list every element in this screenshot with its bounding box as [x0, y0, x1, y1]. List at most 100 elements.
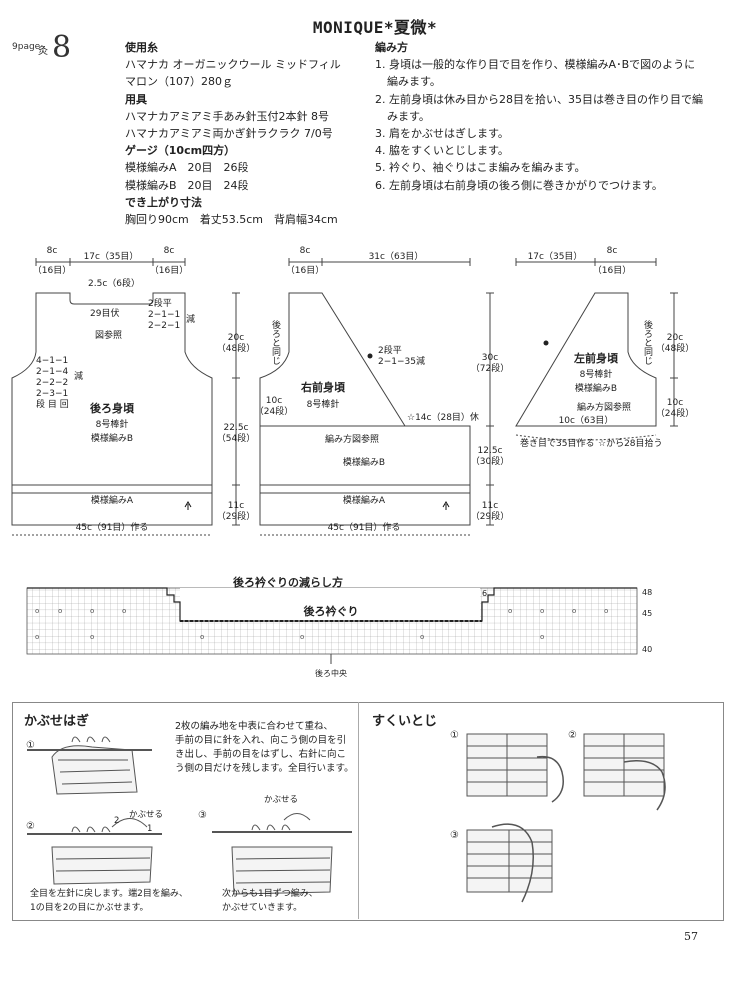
back-neck-depth: 2.5c（6段） — [88, 277, 140, 289]
kabuse-step-2-num: ② — [26, 821, 35, 832]
back-height-1: 20c — [228, 333, 244, 343]
svg-text:o: o — [90, 607, 94, 615]
tools-heading: 用具 — [125, 92, 147, 106]
tools-line-2: ハマナカアミアミ両かぎ針ラクラク 7/0号 — [125, 127, 333, 141]
rf-cast-on: 45c（91目）作る — [328, 521, 401, 533]
kabuse-cap-3a: 次からも1目ずつ編み、 — [222, 887, 318, 899]
method-step-2a: 2. 左前身頃は休み目から28目を拾い、35目は巻き目の作り目で編 — [375, 92, 703, 106]
back-pattern-a: 模様編みA — [91, 494, 134, 506]
rf-see-chart: 編み方図参照 — [325, 433, 379, 445]
lf-height-2: 10c — [667, 398, 683, 408]
svg-text:o: o — [604, 607, 608, 615]
technique-illustrations: ① ② ③ ① ② ③ かぶせる 2 1 かぶせる 全目を左針に戻します。端2目… — [26, 730, 666, 913]
sukui-step-2-num: ② — [568, 730, 577, 741]
lf-pattern-b: 模様編みB — [575, 382, 617, 394]
back-neck-dec-1: 2段平 — [148, 297, 172, 309]
technique-box — [12, 702, 724, 921]
back-arm-dec-word: 減 — [74, 370, 83, 382]
rf-height-1: 30c — [482, 353, 498, 363]
back-arm-5: 段 目 回 — [36, 398, 69, 410]
lf-dim-1: 17c（35目） — [528, 251, 583, 262]
lf-height-1: 20c — [667, 333, 683, 343]
lf-foot-2: ☆から28目拾う — [598, 437, 663, 449]
lf-dim-2: 8c — [607, 246, 618, 256]
method-step-3: 3. 肩をかぶせはぎします。 — [375, 127, 509, 141]
lf-piece-name: 左前身頃 — [573, 351, 619, 365]
lf-same-as-back: 後ろと同じ — [642, 319, 653, 365]
back-dim-1-sub: （16目） — [33, 265, 71, 276]
yarn-line-1: ハマナカ オーガニックウール ミッドフィル — [125, 58, 341, 72]
svg-text:o: o — [200, 633, 204, 641]
rf-dec-2: 2−1−35減 — [378, 355, 425, 367]
back-needle: 8号棒針 — [96, 418, 129, 430]
lf-height-2-sub: （24段） — [656, 407, 694, 419]
page-number: 57 — [684, 930, 698, 943]
lf-see-chart: 編み方図参照 — [577, 401, 631, 413]
rf-dim-1-sub: （16目） — [286, 265, 324, 276]
back-arm-2: 2−1−4 — [36, 367, 69, 377]
svg-text:o: o — [508, 607, 512, 615]
kabuse-desc-3: き出し、手前の目をはずし、右針に向こ — [175, 749, 347, 760]
kabuse-desc-1: 2枚の編み地を中表に合わせて重ね、 — [175, 721, 334, 732]
neck-chart-row-40: 40 — [642, 645, 652, 654]
yarn-heading: 使用糸 — [125, 41, 158, 54]
svg-text:o: o — [300, 633, 304, 641]
svg-text:o: o — [35, 633, 39, 641]
svg-text:o: o — [572, 607, 576, 615]
method-heading: 編み方 — [375, 41, 408, 54]
kabuse-cap-2b: 1の目を2の目にかぶせます。 — [30, 902, 149, 913]
rf-side-height: 10c — [266, 396, 282, 406]
method-block: 編み方 1. 身頃は一般的な作り目で目を作り、模様編みA･Bで図のように 編みま… — [375, 39, 730, 194]
page-ref-label: 9page — [12, 42, 41, 52]
rf-height-3-sub: （29段） — [471, 510, 509, 522]
method-step-6: 6. 左前身頃は右前身頃の後ろ側に巻きかがりでつけます。 — [375, 178, 663, 192]
svg-text:o: o — [122, 607, 126, 615]
rf-height-3: 11c — [482, 501, 498, 511]
method-step-1b: 編みます。 — [387, 75, 441, 89]
back-dim-1: 8c — [47, 246, 58, 256]
back-height-1-sub: （48段） — [217, 342, 255, 354]
marker-dot — [543, 340, 549, 346]
neck-chart-col-6: 6 — [482, 589, 487, 598]
method-step-2b: みます。 — [387, 109, 430, 123]
back-height-2-sub: （54段） — [217, 432, 255, 444]
rf-dec-1: 2段平 — [378, 344, 402, 356]
neck-chart-label: 後ろ衿ぐり — [304, 604, 359, 618]
back-outline — [11, 292, 213, 526]
method-step-5: 5. 衿ぐり、袖ぐりはこま編みを編みます。 — [375, 161, 586, 175]
rf-dim-1: 8c — [300, 246, 311, 256]
kabuse-desc: 2枚の編み地を中表に合わせて重ね、 手前の目に針を入れ、向こう側の目を引 き出し… — [175, 720, 355, 776]
back-arm-3: 2−2−2 — [36, 378, 68, 388]
left-front-outline — [515, 292, 657, 427]
technique-divider — [358, 702, 359, 919]
back-neck-bindoff: 29目伏 — [90, 307, 119, 319]
sukui-title: すくいとじ — [372, 714, 438, 729]
kabuse-label-stitch-2: 2 — [114, 816, 119, 826]
gauge-line-2: 模様編みB 20目 24段 — [125, 178, 249, 192]
marker-dot — [367, 353, 373, 359]
back-height-3-sub: （29段） — [217, 510, 255, 522]
rf-height-2-sub: （30段） — [471, 455, 509, 467]
kabuse-step-1-num: ① — [26, 740, 35, 751]
size-heading: でき上がり寸法 — [125, 195, 202, 209]
back-arm-1: 4−1−1 — [36, 356, 68, 366]
back-neck-dec-3: 2−2−1 — [148, 321, 180, 331]
page-header-title: MONIQUE*夏微* — [312, 18, 438, 37]
svg-text:o: o — [540, 607, 544, 615]
lf-bottom-width: 10c（63目） — [559, 415, 614, 426]
back-dim-3: 8c — [164, 246, 175, 256]
rf-pattern-b: 模様編みB — [343, 456, 385, 468]
svg-text:o: o — [35, 607, 39, 615]
lf-needle: 8号棒針 — [580, 368, 613, 380]
page-ref-prefix: 灸 — [38, 46, 48, 57]
kabuse-label-3: かぶせる — [264, 795, 298, 805]
method-step-4: 4. 脇をすくいとじします。 — [375, 144, 509, 158]
back-height-3: 11c — [228, 501, 244, 511]
kabuse-label-stitch-1: 1 — [147, 824, 152, 834]
sukui-step-1-num: ① — [450, 730, 459, 741]
rf-piece-name: 右前身頃 — [300, 380, 346, 394]
rf-height-2: 12.5c — [478, 446, 503, 456]
back-dim-2: 17c（35目） — [84, 251, 139, 262]
lf-foot-1: 巻き目で35目作る — [520, 437, 594, 449]
